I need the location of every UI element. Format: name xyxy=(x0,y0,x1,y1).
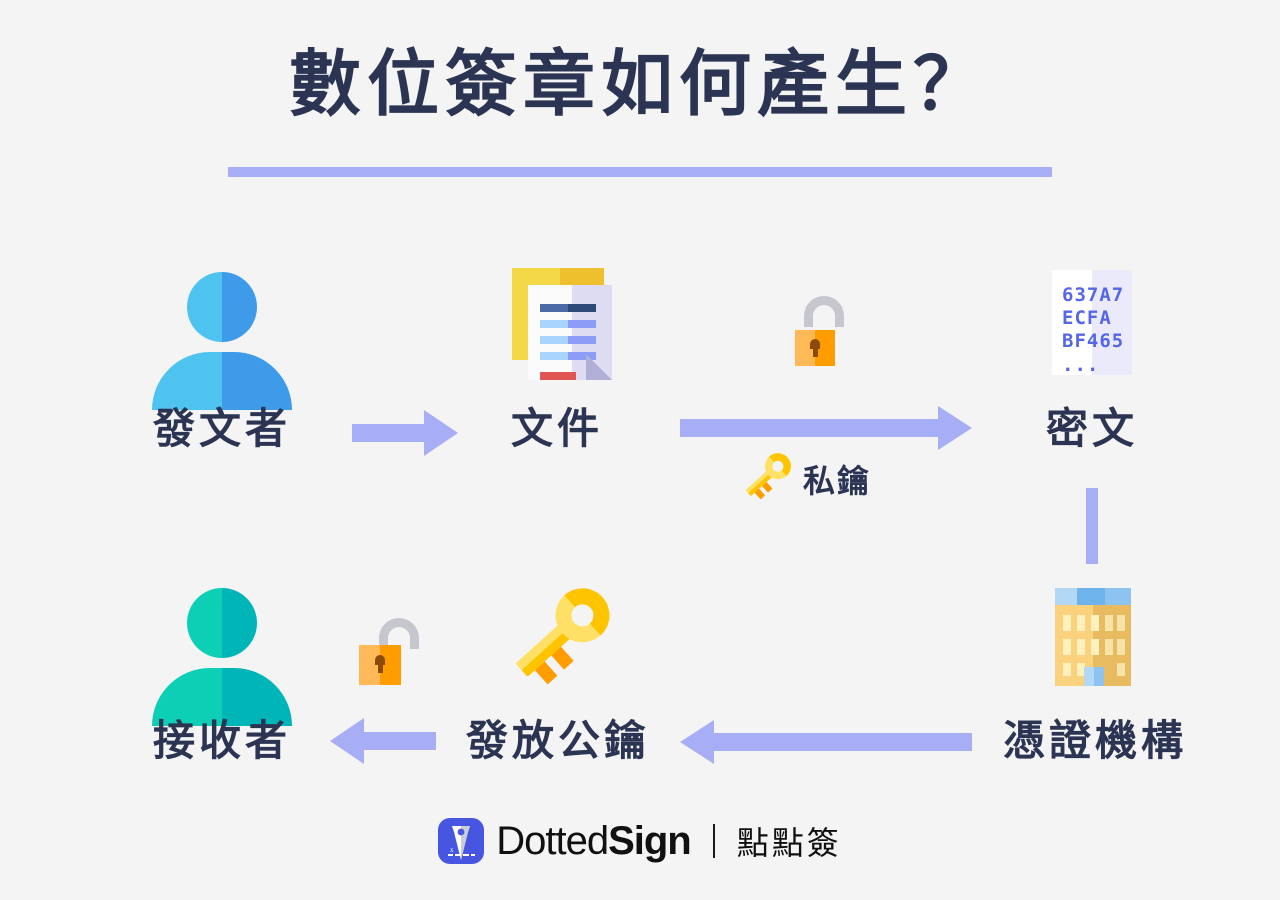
title-underline-rule xyxy=(228,167,1052,177)
brand-divider xyxy=(712,824,715,858)
arrow-authority-to-publickey xyxy=(680,720,972,764)
cipher-line-4: ... xyxy=(1062,353,1100,376)
page-title: 數位簽章如何產生？ xyxy=(288,45,991,125)
arrow-document-to-ciphertext xyxy=(680,406,972,450)
brand-chinese-name: 點點簽 xyxy=(736,825,842,861)
public-key-icon xyxy=(498,578,618,694)
sender-label: 發文者 xyxy=(152,405,291,452)
brand-sign: Sign xyxy=(608,819,692,863)
sender-person-icon xyxy=(152,272,292,410)
cipher-line-2: ECFA xyxy=(1062,307,1112,330)
public-key-label: 發放公鑰 xyxy=(465,717,650,764)
ciphertext-box-icon: 637A7 ECFA BF465 ... xyxy=(1052,270,1132,376)
authority-label: 憑證機構 xyxy=(1002,717,1187,764)
private-key-icon xyxy=(736,452,796,502)
svg-text:x: x xyxy=(450,846,454,854)
brand-dotted: Dotted xyxy=(496,819,609,863)
connector-ciphertext-to-authority xyxy=(1086,488,1098,564)
closed-padlock-icon xyxy=(795,296,853,366)
arrow-publickey-to-receiver xyxy=(330,718,436,764)
open-padlock-icon xyxy=(355,618,419,688)
brand-wordmark: DottedSign xyxy=(496,819,692,863)
receiver-label: 接收者 xyxy=(152,717,291,764)
ciphertext-label: 密文 xyxy=(1045,405,1138,452)
certificate-authority-building-icon xyxy=(1055,588,1131,686)
arrow-sender-to-document xyxy=(352,410,458,456)
cipher-line-1: 637A7 xyxy=(1062,284,1125,306)
document-icon xyxy=(512,268,612,380)
cipher-line-3: BF465 xyxy=(1062,330,1125,353)
footer-branding: x DottedSign 點點簽 xyxy=(0,818,1280,864)
document-label: 文件 xyxy=(510,405,603,452)
receiver-person-icon xyxy=(152,588,292,726)
private-key-label: 私鑰 xyxy=(803,463,872,499)
dottedsign-logo-icon: x xyxy=(438,818,485,864)
